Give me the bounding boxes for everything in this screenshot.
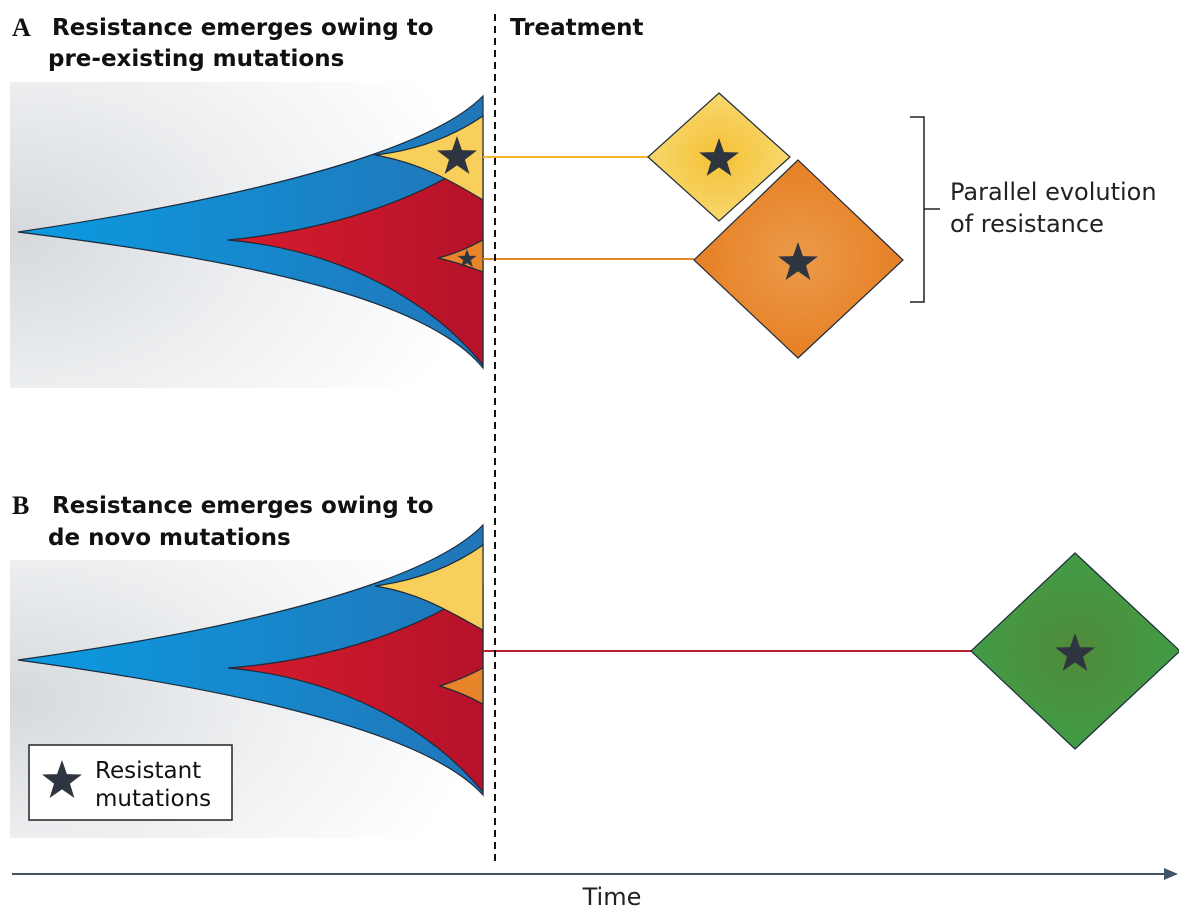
bracket-label-line2: of resistance: [950, 210, 1104, 238]
panel-a-letter: A: [12, 13, 31, 42]
treatment-label: Treatment: [510, 15, 644, 41]
time-axis-arrowhead-icon: [1164, 868, 1178, 880]
panel-a-red-subclone: [227, 153, 484, 367]
panel-b-title-line2: de novo mutations: [48, 525, 291, 551]
panel-b-red-subclone: [227, 583, 484, 794]
panel-a-title-line1: Resistance emerges owing to: [52, 15, 434, 41]
legend: Resistant mutations: [28, 744, 233, 821]
parallel-evolution-bracket: [910, 116, 925, 303]
panel-b-orange-subclone: [437, 666, 484, 706]
time-axis-label: Time: [582, 883, 642, 911]
panel-b-title-line1: Resistance emerges owing to: [52, 493, 434, 519]
panel-a-fish-plot: [17, 94, 484, 370]
panel-a-title-line2: pre-existing mutations: [48, 46, 344, 72]
bracket-label-line1: Parallel evolution: [950, 178, 1157, 206]
panel-b-yellow-subclone: [374, 543, 484, 632]
panel-b-letter: B: [12, 491, 29, 520]
legend-label-line1: Resistant: [95, 758, 201, 784]
panel-b-fish-plot: [17, 523, 484, 797]
legend-label-line2: mutations: [95, 786, 211, 812]
